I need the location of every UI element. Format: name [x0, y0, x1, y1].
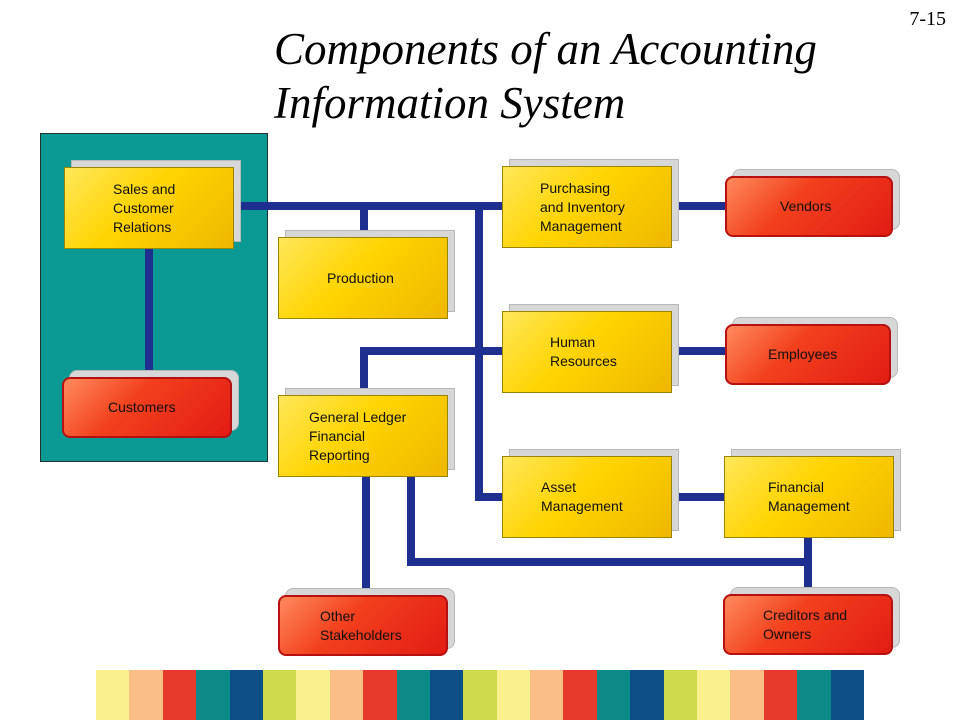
general-ledger-line-2: Financial [309, 427, 366, 444]
purchasing-and-inventory-management-box: Purchasing and Inventory Management [502, 159, 679, 248]
color-strip-segment [463, 670, 497, 720]
slide-title: Components of an Accounting Information … [274, 22, 914, 130]
other-stakeholders-box: Other Stakeholders [278, 588, 455, 656]
purchasing-line-3: Management [540, 217, 622, 234]
color-strip-segment [296, 670, 330, 720]
creditors-and-owners-box: Creditors and Owners [723, 587, 900, 655]
financial-management-line-1: Financial [768, 479, 825, 495]
gl-to-creditors-loop [407, 477, 812, 594]
color-strip-segment [229, 670, 263, 720]
human-resources-line-2: Resources [550, 353, 617, 369]
color-strip-segment [697, 670, 731, 720]
color-strip-segment [396, 670, 430, 720]
title-line-1: Components of an Accounting [274, 24, 817, 74]
color-strip-segment [663, 670, 698, 720]
color-strip-segment [563, 670, 597, 720]
asset-management-box: Asset Management [502, 449, 679, 538]
customers-label: Customers [108, 399, 176, 415]
sales-and-customer-relations-box: Sales and Customer Relations [64, 160, 241, 249]
vertical-spine [475, 206, 502, 501]
sales-line-3: Relations [113, 218, 172, 235]
production-box: Production [278, 230, 455, 319]
color-strip-segment [329, 670, 364, 720]
employees-label: Employees [768, 346, 838, 362]
color-strip-segment [797, 670, 831, 720]
human-resources-box: Human Resources [502, 304, 679, 393]
color-strip-segment [763, 670, 798, 720]
color-strip-segment [596, 670, 631, 720]
general-ledger-line-3: Reporting [309, 446, 370, 463]
color-strip-segment [129, 670, 163, 720]
color-strip-segment [429, 670, 464, 720]
purchasing-line-2: and Inventory [540, 198, 625, 215]
color-strip-segment [730, 670, 764, 720]
other-stakeholders-line-2: Stakeholders [320, 626, 402, 643]
color-strip-segment [196, 670, 230, 720]
financial-management-box: Financial Management [724, 449, 901, 538]
customers-box: Customers [62, 370, 239, 438]
color-strip-segment [830, 670, 864, 720]
title-line-2: Information System [274, 78, 626, 128]
color-strip-segment [530, 670, 564, 720]
general-ledger-line-1: General Ledger [309, 408, 407, 425]
color-strip-segment [262, 670, 297, 720]
other-stakeholders-line-1: Other [320, 607, 356, 624]
creditors-line-1: Creditors and [763, 606, 848, 623]
asset-management-line-1: Asset [541, 479, 577, 495]
decorative-color-strip [96, 670, 864, 720]
color-strip-segment [496, 670, 531, 720]
financial-management-line-2: Management [768, 498, 850, 514]
vendors-label: Vendors [780, 198, 832, 214]
general-ledger-financial-reporting-box: General Ledger Financial Reporting [278, 388, 455, 477]
human-resources-line-1: Human [550, 334, 596, 350]
purchasing-line-1: Purchasing [540, 179, 611, 196]
sales-line-2: Customer [113, 199, 174, 216]
slide-number: 7-15 [909, 8, 946, 30]
color-strip-segment [96, 670, 130, 720]
production-label: Production [327, 269, 394, 286]
asset-management-line-2: Management [541, 498, 623, 514]
color-strip-segment [630, 670, 664, 720]
color-strip-segment [363, 670, 397, 720]
creditors-line-2: Owners [763, 625, 812, 642]
sales-line-1: Sales and [113, 180, 176, 197]
employees-box: Employees [725, 317, 898, 385]
color-strip-segment [162, 670, 197, 720]
vendors-box: Vendors [725, 169, 900, 237]
